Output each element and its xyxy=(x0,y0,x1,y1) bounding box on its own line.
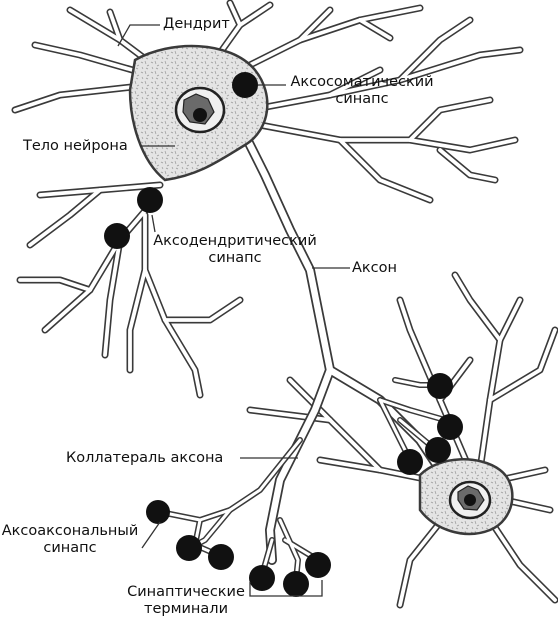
synaptic-boutons xyxy=(104,72,463,597)
upper-neuron-dendrites xyxy=(11,0,524,399)
label-axoaxonal-synapse: Аксоаксональный синапс xyxy=(0,523,140,557)
terminal-bouton xyxy=(397,449,423,475)
label-terminals-line2: терминали xyxy=(144,601,228,617)
axoaxonal-bouton xyxy=(146,500,170,524)
label-axon-collateral: Коллатераль аксона xyxy=(66,450,224,466)
terminal-bouton xyxy=(208,544,234,570)
label-axosomatic-synapse: Аксосоматический синапс xyxy=(288,74,436,108)
label-dendrite: Дендрит xyxy=(163,16,230,32)
axodendritic-bouton-2 xyxy=(104,223,130,249)
lower-neuron-dendrites xyxy=(246,271,558,609)
label-terminals-line1: Синаптические xyxy=(127,584,245,600)
label-axon: Аксон xyxy=(352,260,398,276)
terminal-bouton xyxy=(427,373,453,399)
label-axosomatic-line2: синапс xyxy=(335,91,389,107)
label-synaptic-terminals: Синаптические терминали xyxy=(122,584,250,618)
upper-neuron-nucleus xyxy=(174,86,226,134)
label-axosomatic-line1: Аксосоматический xyxy=(290,74,434,90)
lower-neuron-nucleus xyxy=(448,480,492,520)
terminal-bouton xyxy=(283,571,309,597)
leader-lines xyxy=(117,24,350,597)
label-axodendritic-line1: Аксодендритический xyxy=(153,233,317,249)
label-axodendritic-synapse: Аксодендритический синапс xyxy=(150,233,320,267)
label-axoaxonal-line1: Аксоаксональный xyxy=(1,523,139,539)
terminal-bouton xyxy=(425,437,451,463)
axon xyxy=(157,130,448,583)
label-axoaxonal-line2: синапс xyxy=(43,540,97,556)
terminal-bouton xyxy=(437,414,463,440)
lower-neuron-soma xyxy=(418,458,514,536)
terminal-bouton xyxy=(305,552,331,578)
terminal-bouton xyxy=(249,565,275,591)
label-soma: Тело нейрона xyxy=(23,138,128,154)
terminal-bouton xyxy=(176,535,202,561)
label-axodendritic-line2: синапс xyxy=(208,250,262,266)
upper-neuron-soma xyxy=(128,44,269,182)
axodendritic-bouton xyxy=(137,187,163,213)
axosomatic-bouton xyxy=(232,72,258,98)
